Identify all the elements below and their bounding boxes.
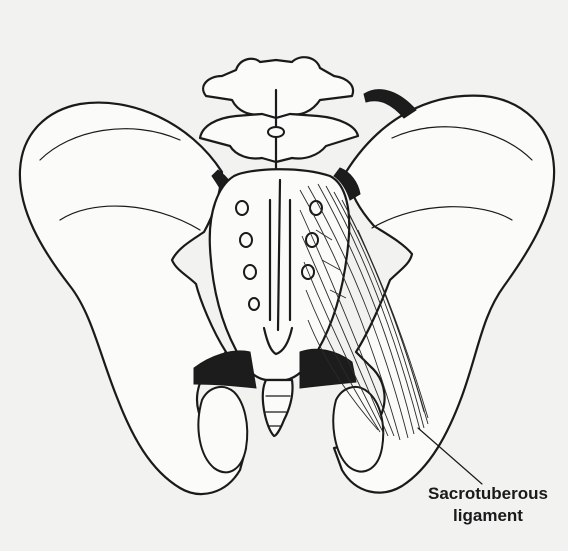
left-obturator-foramen <box>198 387 247 472</box>
lumbar-vertebra-lower <box>200 114 358 162</box>
label-line2: ligament <box>400 505 568 527</box>
sacrotuberous-ligament-label: Sacrotuberous ligament <box>400 483 568 527</box>
sacral-foramen-l1 <box>236 201 248 215</box>
right-sacrospinous-ligament <box>300 349 356 388</box>
coccyx <box>263 380 293 436</box>
lumbar-vertebra-upper <box>203 57 353 118</box>
label-line1: Sacrotuberous <box>400 483 568 505</box>
sacral-foramen-l4 <box>249 298 259 310</box>
sacral-foramen-l3 <box>244 265 256 279</box>
sacral-foramen-r2 <box>306 233 318 247</box>
sacral-foramen-l2 <box>240 233 252 247</box>
spinous-process-tip <box>268 127 284 137</box>
right-iliolumbar-band <box>364 90 416 118</box>
